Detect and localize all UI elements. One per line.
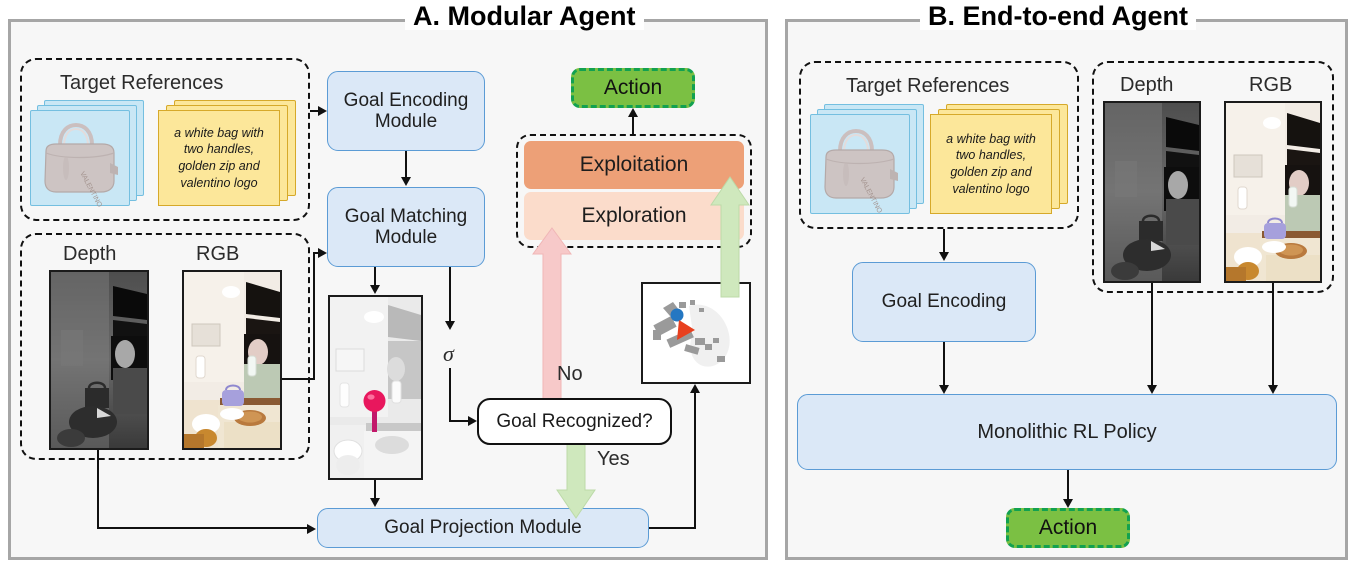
b-text-reference-stack: a white bag with two handles, golden zip… <box>930 104 1072 218</box>
a-target-references-group <box>20 58 310 221</box>
b-goal-encoding-module[interactable]: Goal Encoding <box>852 262 1036 342</box>
a-arrowhead-sigma-to-decision <box>468 415 477 426</box>
b-rgb-label: RGB <box>1249 74 1293 96</box>
a-map-to-exploitation-arrow <box>707 176 753 298</box>
b-arrowhead-depth-to-policy <box>1146 385 1157 394</box>
a-image-reference-stack: VALENTINO <box>30 100 150 210</box>
a-line-sigma-down <box>449 368 452 420</box>
a-exploitation-bar[interactable]: Exploitation <box>524 141 744 189</box>
a-no-branch-arrow <box>529 227 575 419</box>
a-arrow-refs-to-encoding <box>310 110 320 113</box>
occupancy-map-render <box>643 284 749 382</box>
panel-a-title: A. Modular Agent <box>405 3 644 30</box>
b-arrow-rgb-to-policy <box>1272 283 1275 386</box>
b-target-text-card: a white bag with two handles, golden zip… <box>930 114 1052 214</box>
b-arrowhead-encoding-to-policy <box>938 385 949 394</box>
a-line-depth-down <box>97 450 100 528</box>
b-arrowhead-policy-to-action <box>1062 499 1073 508</box>
b-observations-group <box>1092 61 1334 293</box>
handbag-icon: VALENTINO <box>824 128 898 215</box>
a-arrow-encoding-to-matching <box>405 151 408 178</box>
a-arrowhead-depth-to-projection <box>307 523 316 534</box>
a-observations-group <box>20 233 310 460</box>
a-arrow-matching-to-egoview <box>374 267 377 286</box>
handbag-photo-card: VALENTINO <box>30 110 130 209</box>
a-arrowhead-projection-to-map <box>689 384 700 393</box>
egocentric-render <box>330 297 421 478</box>
a-line-depth-right <box>97 527 310 530</box>
b-arrow-refs-to-encoding <box>943 229 946 253</box>
map-exploitation-arrow-shape <box>710 176 750 298</box>
a-action-node[interactable]: Action <box>571 68 695 108</box>
a-branch-no-label: No <box>557 363 583 385</box>
handbag-photo-card: VALENTINO <box>810 114 910 215</box>
b-arrow-policy-to-action <box>1067 470 1070 500</box>
b-target-references-heading: Target References <box>846 75 1010 97</box>
b-monolithic-rl-policy[interactable]: Monolithic RL Policy <box>797 394 1337 470</box>
egocentric-goal-view <box>328 295 423 480</box>
handbag-icon: VALENTINO <box>44 122 118 209</box>
yes-arrow-shape <box>556 439 596 519</box>
a-line-projection-up-to-map <box>694 392 697 529</box>
b-arrowhead-refs-to-encoding <box>938 252 949 261</box>
b-depth-label: Depth <box>1120 74 1174 96</box>
b-image-reference-stack: VALENTINO <box>810 104 930 218</box>
panel-b-title: B. End-to-end Agent <box>920 3 1196 30</box>
a-target-text-card: a white bag with two handles, golden zip… <box>158 110 280 206</box>
a-goal-recognized-decision[interactable]: Goal Recognized? <box>477 398 672 445</box>
a-line-rgb-into-matching <box>313 252 321 255</box>
a-goal-projection-module[interactable]: Goal Projection Module <box>317 508 649 548</box>
a-line-projection-right <box>649 527 696 530</box>
a-arrowhead-policy-to-action <box>627 108 638 117</box>
rgb-render <box>184 272 280 448</box>
rgb-render <box>1226 103 1320 281</box>
a-goal-encoding-module[interactable]: Goal Encoding Module <box>327 71 485 151</box>
b-action-node[interactable]: Action <box>1006 508 1130 548</box>
no-arrow-shape <box>532 227 572 419</box>
a-arrowhead-encoding-to-matching <box>400 177 411 186</box>
a-arrowhead-egoview-to-projection <box>369 498 380 507</box>
b-arrow-encoding-to-policy <box>943 342 946 386</box>
a-sigma-label: σ <box>443 341 454 366</box>
a-arrowhead-refs-to-encoding <box>318 105 327 116</box>
a-line-rgb-up <box>313 252 316 380</box>
a-rgb-label: RGB <box>196 243 240 265</box>
a-arrow-policy-to-action <box>632 115 635 136</box>
a-arrow-matching-to-sigma <box>449 267 452 322</box>
a-yes-branch-arrow <box>553 439 599 519</box>
b-depth-image <box>1103 101 1201 283</box>
b-arrowhead-rgb-to-policy <box>1267 385 1278 394</box>
b-arrow-depth-to-policy <box>1151 283 1154 386</box>
a-line-sigma-right <box>449 420 471 423</box>
a-arrowhead-matching-to-sigma <box>444 321 455 330</box>
depth-render <box>1105 103 1199 281</box>
b-rgb-image <box>1224 101 1322 283</box>
a-depth-image <box>49 270 149 450</box>
a-exploration-bar[interactable]: Exploration <box>524 192 744 240</box>
a-line-rgb-right <box>282 378 315 381</box>
a-goal-matching-module[interactable]: Goal Matching Module <box>327 187 485 267</box>
a-rgb-image <box>182 270 282 450</box>
b-target-references-group <box>799 61 1079 229</box>
a-text-reference-stack: a white bag with two handles, golden zip… <box>158 100 300 210</box>
a-depth-label: Depth <box>63 243 117 265</box>
a-branch-yes-label: Yes <box>597 448 630 470</box>
a-target-references-heading: Target References <box>60 72 224 94</box>
top-down-occupancy-map <box>641 282 751 384</box>
a-arrowhead-matching-to-egoview <box>369 285 380 294</box>
a-arrowhead-rgb-to-matching <box>318 247 327 258</box>
depth-render <box>51 272 147 448</box>
a-arrow-egoview-to-projection <box>374 480 377 499</box>
